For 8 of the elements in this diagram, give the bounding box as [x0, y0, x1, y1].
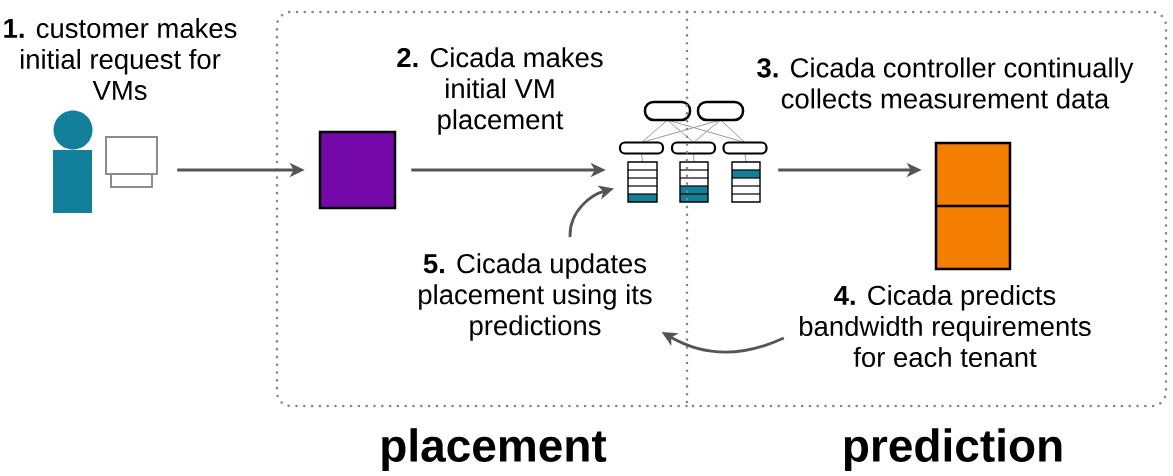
edge-label: 2. Cicada makes initial VM placement: [397, 47, 603, 135]
network-topology-drawing: [618, 100, 768, 203]
square-block: [318, 130, 397, 210]
edge-label: 3. Cicada controller continually collects measurement data: [757, 57, 1134, 109]
two-part-block: [934, 141, 1012, 271]
step-caption: 1. customer makes initial request for VMs: [4, 17, 237, 101]
step-caption: 4. Cicada predicts bandwidth requirements for each tenant: [800, 284, 1091, 368]
step-caption: 5. Cicada updates placement using its predictions: [419, 253, 652, 341]
